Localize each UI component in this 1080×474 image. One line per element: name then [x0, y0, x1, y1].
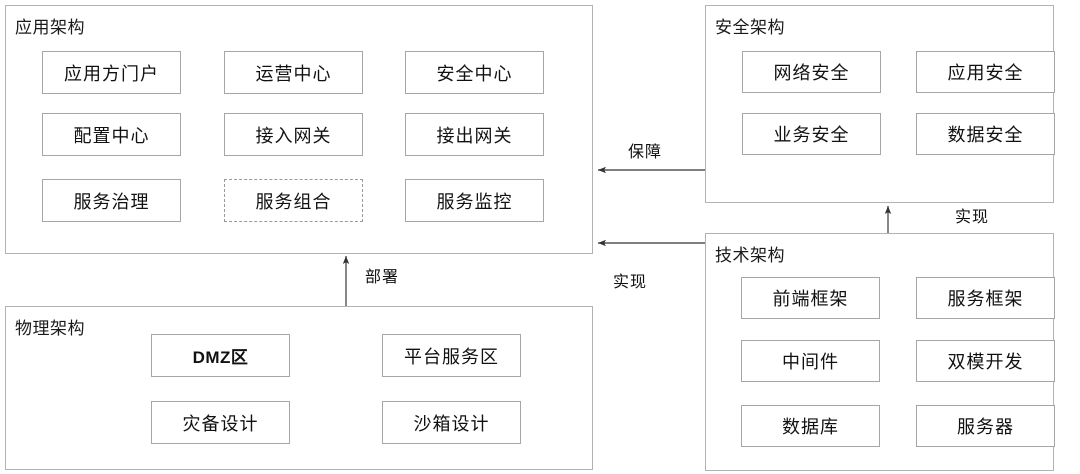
panel-title-application-architecture: 应用架构: [15, 18, 85, 37]
node-disaster-recovery-design[interactable]: 灾备设计: [151, 401, 290, 444]
node-service-framework[interactable]: 服务框架: [916, 277, 1055, 319]
panel-title-physical-architecture: 物理架构: [15, 319, 85, 338]
panel-technical-architecture: 技术架构 前端框架 服务框架 中间件 双模开发 数据库 服务器: [705, 233, 1055, 471]
connector-label-shixian-security: 实现: [955, 209, 990, 226]
node-dual-mode-development[interactable]: 双模开发: [916, 340, 1055, 382]
node-server[interactable]: 服务器: [916, 405, 1055, 447]
node-egress-gateway[interactable]: 接出网关: [405, 113, 544, 156]
node-config-center[interactable]: 配置中心: [42, 113, 181, 156]
node-service-governance[interactable]: 服务治理: [42, 179, 181, 222]
node-application-security[interactable]: 应用安全: [916, 51, 1055, 93]
panel-title-security-architecture: 安全架构: [715, 18, 785, 37]
node-ingress-gateway[interactable]: 接入网关: [224, 113, 363, 156]
connector-label-shixian-app: 实现: [613, 274, 648, 291]
node-data-security[interactable]: 数据安全: [916, 113, 1055, 155]
panel-application-architecture: 应用架构 应用方门户 运营中心 安全中心 配置中心 接入网关 接出网关 服务治理…: [5, 5, 593, 254]
panel-security-architecture: 安全架构 网络安全 应用安全 业务安全 数据安全: [705, 5, 1055, 203]
node-frontend-framework[interactable]: 前端框架: [741, 277, 880, 319]
connector-label-bushu: 部署: [365, 269, 400, 286]
node-service-composition[interactable]: 服务组合: [224, 179, 363, 222]
node-database[interactable]: 数据库: [741, 405, 880, 447]
node-middleware[interactable]: 中间件: [741, 340, 880, 382]
panel-physical-architecture: 物理架构 DMZ区 平台服务区 灾备设计 沙箱设计: [5, 306, 593, 470]
node-security-center[interactable]: 安全中心: [405, 51, 544, 94]
node-sandbox-design[interactable]: 沙箱设计: [382, 401, 521, 444]
node-network-security[interactable]: 网络安全: [742, 51, 881, 93]
connector-label-baozhang: 保障: [628, 144, 663, 161]
node-platform-service-zone[interactable]: 平台服务区: [382, 334, 521, 377]
node-app-portal[interactable]: 应用方门户: [42, 51, 181, 94]
node-service-monitoring[interactable]: 服务监控: [405, 179, 544, 222]
node-business-security[interactable]: 业务安全: [742, 113, 881, 155]
panel-title-technical-architecture: 技术架构: [715, 246, 785, 265]
node-dmz-zone[interactable]: DMZ区: [151, 334, 290, 377]
node-operation-center[interactable]: 运营中心: [224, 51, 363, 94]
